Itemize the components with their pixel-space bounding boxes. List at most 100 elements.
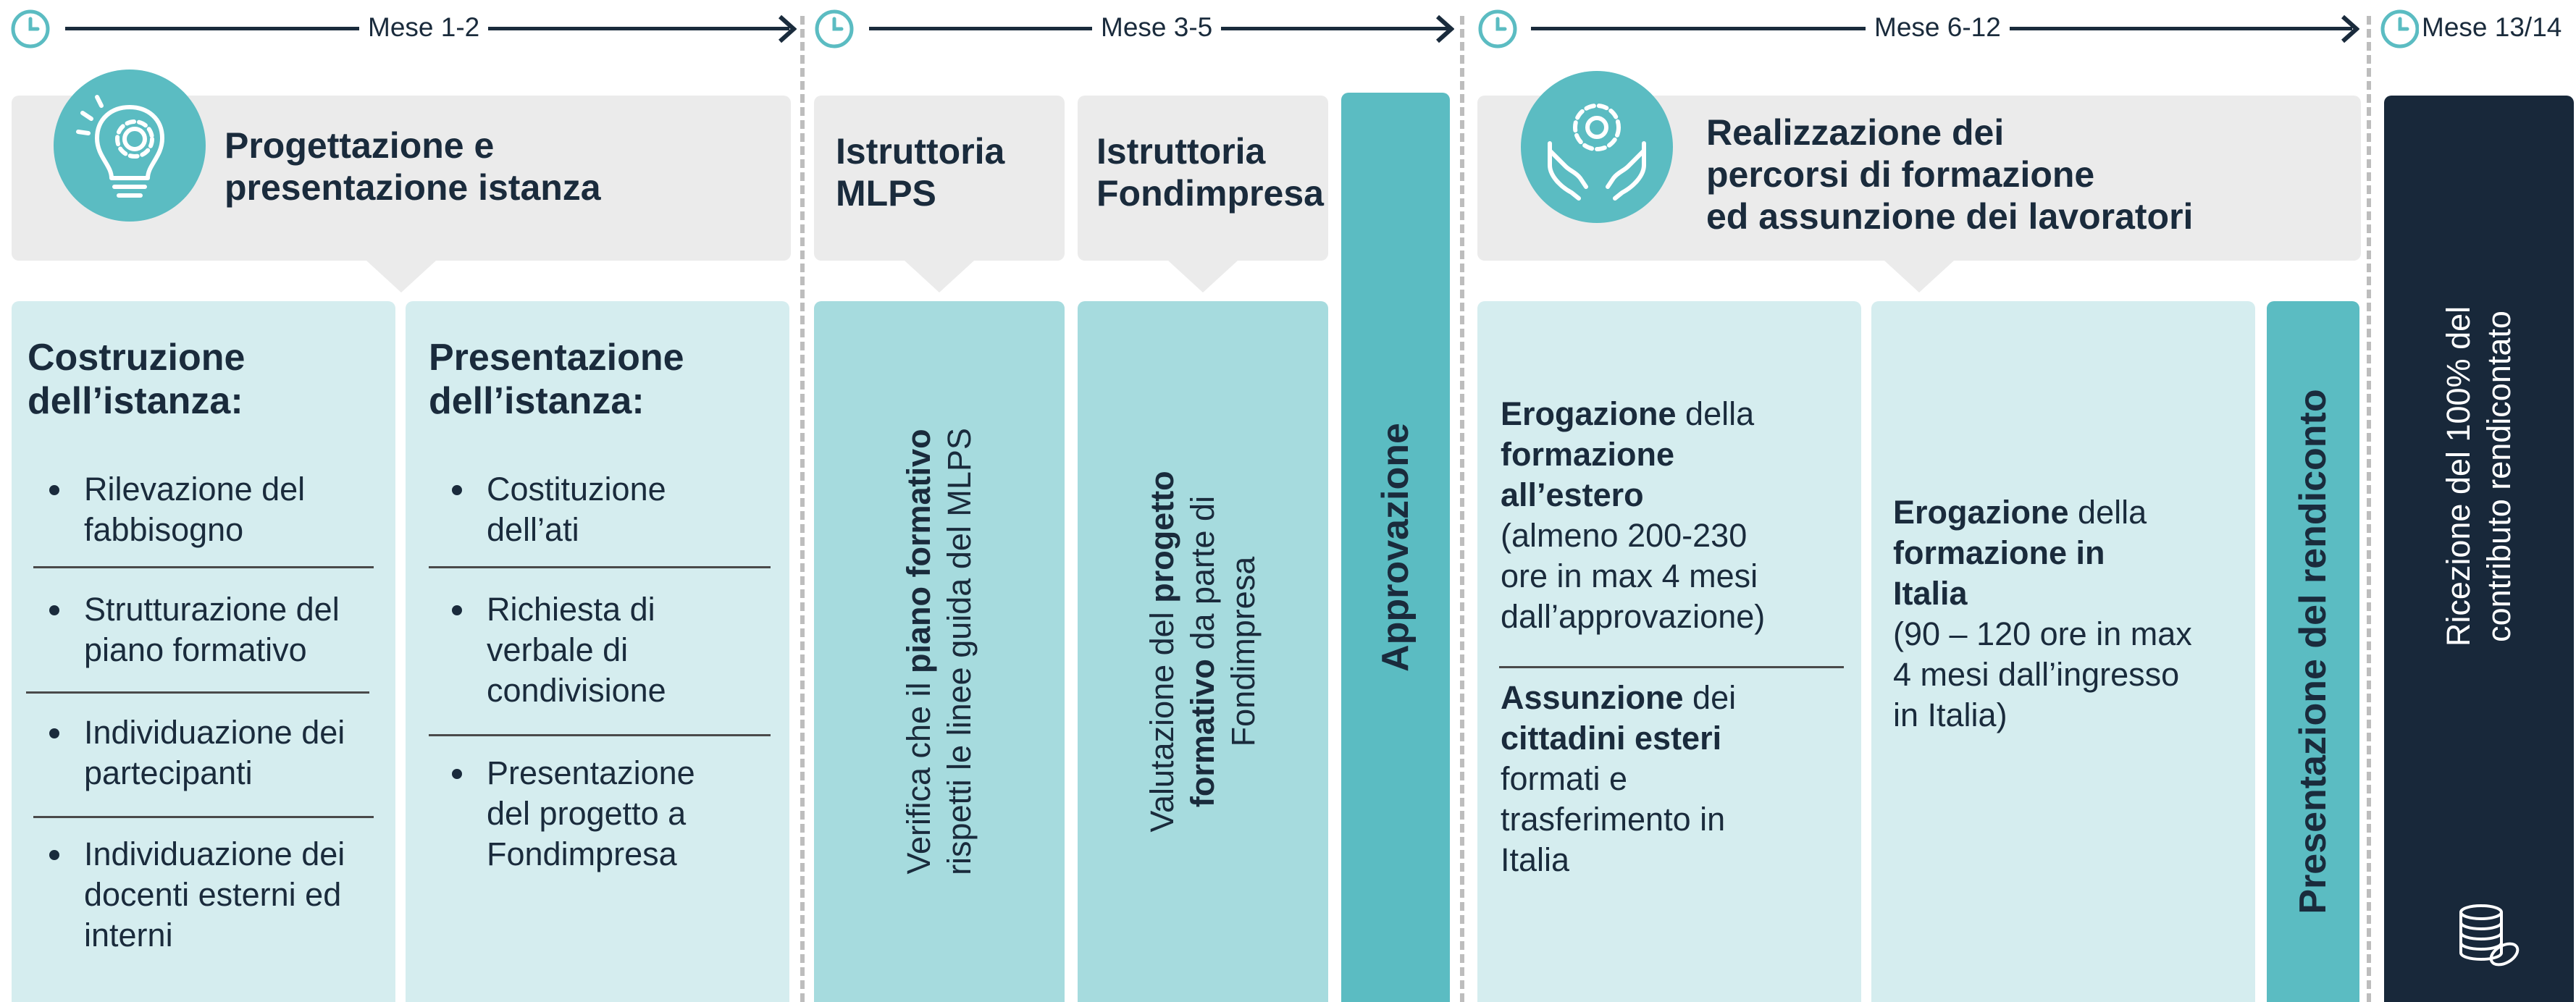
header-line: MLPS	[836, 173, 936, 214]
item-line: Fondimpresa	[487, 835, 677, 872]
text-line: trasferimento in	[1501, 801, 1726, 838]
item-line: Costituzione	[487, 471, 666, 508]
text-bold: piano formativo	[900, 429, 937, 673]
clock-icon	[815, 9, 854, 49]
title-line: Costruzione	[28, 337, 246, 379]
header-pointer	[366, 261, 436, 292]
text-segment: della	[2068, 494, 2147, 531]
header-line: percorsi di formazione	[1706, 154, 2095, 195]
header-line: Istruttoria	[836, 131, 1005, 172]
divider	[26, 691, 369, 694]
item-line: Rilevazione del	[84, 471, 306, 508]
coins-icon	[2459, 904, 2520, 967]
title-line: dell’istanza:	[429, 380, 645, 422]
text-bold: cittadini esteri	[1501, 720, 1722, 757]
card-presentazione-title: Presentazione dell’istanza:	[429, 336, 684, 423]
item-line: piano formativo	[84, 631, 307, 668]
list-item: Individuazione dei partecipanti	[26, 712, 345, 793]
timeline-label-phase1: Mese 1-2	[359, 12, 489, 43]
card-valutazione: Valutazione del progetto formativo da pa…	[1078, 301, 1328, 1002]
text-line: cittadini esteri	[1501, 718, 1736, 759]
valutazione-text: Valutazione del progetto formativo da pa…	[1142, 471, 1264, 832]
item-line: Individuazione dei	[84, 714, 345, 751]
erogazione-italia-text: Erogazione della formazione in Italia (9…	[1893, 492, 2192, 736]
text-bold: formativo	[1184, 659, 1221, 808]
text-segment: Valutazione del	[1144, 602, 1180, 833]
card-erogazione-italia	[1871, 301, 2255, 1002]
arrow-head-icon	[2341, 14, 2359, 43]
clock-icon	[2380, 9, 2420, 49]
text-line: formativo da parte di	[1183, 471, 1223, 832]
text-bold: Erogazione	[1501, 395, 1677, 432]
text-line: Fondimpresa	[1225, 556, 1262, 747]
item-line: Richiesta di	[487, 591, 655, 628]
card-costruzione	[12, 301, 395, 1002]
header-realizzazione-title: Realizzazione dei percorsi di formazione…	[1706, 111, 2193, 237]
header-line: Realizzazione dei	[1706, 112, 2005, 153]
text-line: rispetti le linee guida del MLPS	[941, 428, 978, 875]
timeline-label-phase3: Mese 6-12	[1866, 12, 2010, 43]
header-pointer	[905, 261, 974, 292]
item-line: fabbisogno	[84, 511, 244, 548]
rendiconto-label: Presentazione del rendiconto	[2292, 389, 2334, 914]
header-istruttoria-mlps-title: Istruttoria MLPS	[836, 130, 1004, 214]
header-line: Fondimpresa	[1096, 173, 1324, 214]
card-erogazione-estero	[1477, 301, 1861, 1002]
card-rendiconto: Presentazione del rendiconto	[2267, 301, 2359, 1002]
header-istruttoria-fondimpresa-title: Istruttoria Fondimpresa	[1096, 130, 1324, 214]
text-bold: progetto	[1144, 471, 1180, 603]
item-line: Individuazione dei	[84, 835, 345, 872]
text-segment: Verifica che il	[900, 673, 937, 875]
card-presentazione	[406, 301, 789, 1002]
ricezione-text: Ricezione del 100% del contributo rendic…	[2438, 306, 2520, 647]
lightbulb-gear-icon	[54, 70, 206, 222]
text-line: formazione in	[1893, 533, 2192, 573]
text-line: Verifica che il piano formativo	[899, 428, 939, 875]
text-segment: dei	[1683, 679, 1737, 716]
header-istruttoria-fondimpresa	[1078, 96, 1328, 292]
clock-icon	[11, 9, 50, 49]
text-line: Italia	[1893, 573, 2192, 614]
item-line: dell’ati	[487, 511, 579, 548]
text-bold: Assunzione	[1501, 679, 1684, 716]
text-line: ore in max 4 mesi	[1501, 557, 1758, 594]
card-verifica: Verifica che il piano formativo rispetti…	[814, 301, 1065, 1002]
list-item: Richiesta di verbale di condivisione	[429, 589, 666, 711]
text-line: 4 mesi dall’ingresso	[1893, 656, 2180, 693]
list-item: Presentazione del progetto a Fondimpresa	[429, 753, 695, 875]
arrow-head-icon	[778, 14, 797, 43]
header-pointer	[1168, 261, 1238, 292]
phase-divider	[800, 16, 805, 1002]
text-line: (90 – 120 ore in max	[1893, 615, 2192, 652]
item-line: docenti esterni ed	[84, 876, 342, 913]
item-line: condivisione	[487, 672, 666, 709]
text-line: in Italia)	[1893, 696, 2007, 733]
assunzione-text: Assunzione dei cittadini esteri formati …	[1501, 678, 1736, 880]
text-bold: formazione in	[1893, 534, 2105, 571]
hands-brain-gear-icon	[1521, 71, 1673, 223]
text-line: dall’approvazione)	[1501, 598, 1766, 635]
item-line: Strutturazione del	[84, 591, 340, 628]
text-bold: all’estero	[1501, 476, 1644, 513]
divider	[1499, 666, 1844, 668]
item-line: interni	[84, 917, 173, 953]
header-line: Istruttoria	[1096, 131, 1266, 172]
timeline-label-phase2: Mese 3-5	[1092, 12, 1222, 43]
phase-divider	[1460, 16, 1464, 1002]
card-costruzione-title: Costruzione dell’istanza:	[28, 336, 245, 423]
text-line: formati e	[1501, 760, 1628, 797]
header-line: presentazione istanza	[225, 167, 601, 208]
header-line: Progettazione e	[225, 125, 495, 166]
header-istruttoria-mlps	[814, 96, 1065, 292]
text-bold: formazione	[1501, 436, 1675, 473]
list-item: Individuazione dei docenti esterni ed in…	[26, 834, 345, 956]
text-line: Ricezione del 100% del	[2440, 306, 2477, 647]
text-line: (almeno 200-230	[1501, 517, 1748, 554]
item-line: partecipanti	[84, 754, 253, 791]
text-bold: Italia	[1893, 575, 1968, 612]
text-segment: della	[1676, 395, 1755, 432]
list-item: Strutturazione del piano formativo	[26, 589, 340, 670]
text-line: contributo rendicontato	[2480, 310, 2517, 642]
item-line: Presentazione	[487, 754, 695, 791]
text-line: formazione	[1501, 434, 1765, 475]
